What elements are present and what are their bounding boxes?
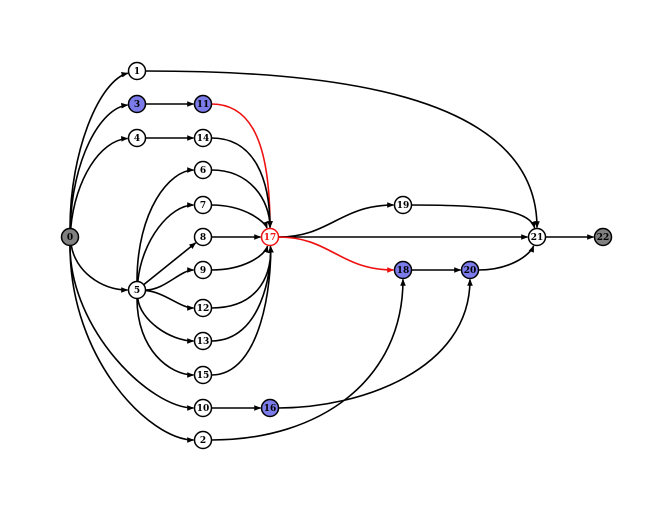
node-circle-9 xyxy=(193,260,213,280)
node-4: 4 xyxy=(127,128,147,148)
node-circle-7 xyxy=(193,195,213,215)
node-1: 1 xyxy=(127,61,147,81)
edge-5-to-8 xyxy=(143,242,197,286)
edge-0-to-4 xyxy=(69,136,129,229)
node-circle-22 xyxy=(593,227,613,247)
edge-9-to-17 xyxy=(211,245,269,271)
node-circle-21 xyxy=(527,227,547,247)
node-11: 11 xyxy=(193,94,213,114)
node-8: 8 xyxy=(193,227,213,247)
node-label-15: 15 xyxy=(197,371,210,381)
edge-0-to-2 xyxy=(69,245,195,443)
node-16: 16 xyxy=(260,398,280,418)
edge-0-to-1 xyxy=(69,71,129,229)
node-label-21: 21 xyxy=(531,233,544,243)
node-label-3: 3 xyxy=(134,100,140,110)
edge-14-to-17 xyxy=(211,137,273,229)
node-21: 21 xyxy=(527,227,547,247)
edge-19-to-21 xyxy=(411,204,536,229)
node-12: 12 xyxy=(193,298,213,318)
edge-5-to-15 xyxy=(136,298,195,378)
node-label-7: 7 xyxy=(200,201,206,211)
node-label-5: 5 xyxy=(134,286,140,296)
node-circle-3 xyxy=(127,94,147,114)
node-label-19: 19 xyxy=(397,201,410,211)
node-circle-20 xyxy=(460,260,480,280)
node-label-18: 18 xyxy=(397,266,410,276)
node-3: 3 xyxy=(127,94,147,114)
node-label-9: 9 xyxy=(200,266,206,276)
node-label-8: 8 xyxy=(200,233,206,243)
node-14: 14 xyxy=(193,128,213,148)
node-10: 10 xyxy=(193,398,213,418)
node-circle-11 xyxy=(193,94,213,114)
node-circle-15 xyxy=(193,365,213,385)
node-label-0: 0 xyxy=(67,233,73,243)
node-circle-12 xyxy=(193,298,213,318)
node-7: 7 xyxy=(193,195,213,215)
edge-20-to-21 xyxy=(478,245,535,271)
node-9: 9 xyxy=(193,260,213,280)
node-circle-0 xyxy=(60,227,80,247)
edge-0-to-5 xyxy=(70,245,129,293)
node-label-1: 1 xyxy=(134,67,140,77)
node-label-6: 6 xyxy=(200,166,206,176)
node-label-12: 12 xyxy=(197,304,210,314)
node-2: 2 xyxy=(193,430,213,450)
node-circle-16 xyxy=(260,398,280,418)
edge-7-to-17 xyxy=(211,204,268,229)
node-circle-10 xyxy=(193,398,213,418)
node-label-22: 22 xyxy=(597,233,610,243)
edge-2-to-18 xyxy=(211,278,406,441)
node-circle-4 xyxy=(127,128,147,148)
node-circle-5 xyxy=(127,280,147,300)
node-label-11: 11 xyxy=(197,100,210,110)
edge-5-to-7 xyxy=(137,202,195,282)
edge-13-to-17 xyxy=(211,245,274,342)
node-5: 5 xyxy=(127,280,147,300)
node-label-4: 4 xyxy=(134,134,140,144)
node-label-14: 14 xyxy=(197,134,210,144)
node-15: 15 xyxy=(193,365,213,385)
node-label-16: 16 xyxy=(264,404,277,414)
node-circle-14 xyxy=(193,128,213,148)
node-label-13: 13 xyxy=(197,337,210,347)
node-13: 13 xyxy=(193,331,213,351)
node-label-2: 2 xyxy=(200,436,206,446)
node-17: 17 xyxy=(260,227,280,247)
edge-17-to-19 xyxy=(278,202,395,238)
edge-0-to-10 xyxy=(69,245,195,411)
node-label-20: 20 xyxy=(464,266,477,276)
edge-6-to-17 xyxy=(211,169,273,229)
node-circle-1 xyxy=(127,61,147,81)
edge-0-to-3 xyxy=(69,102,129,229)
node-circle-19 xyxy=(393,195,413,215)
node-22: 22 xyxy=(593,227,613,247)
node-circle-2 xyxy=(193,430,213,450)
edge-5-to-6 xyxy=(136,167,195,282)
node-circle-6 xyxy=(193,160,213,180)
edges-layer xyxy=(69,70,595,443)
node-circle-13 xyxy=(193,331,213,351)
node-circle-17 xyxy=(260,227,280,247)
node-circle-8 xyxy=(193,227,213,247)
node-19: 19 xyxy=(393,195,413,215)
node-0: 0 xyxy=(60,227,80,247)
edge-5-to-9 xyxy=(145,267,195,291)
node-20: 20 xyxy=(460,260,480,280)
node-6: 6 xyxy=(193,160,213,180)
node-label-17: 17 xyxy=(264,233,277,243)
edge-11-to-17 xyxy=(211,103,273,229)
edge-1-to-21 xyxy=(145,70,540,229)
edge-16-to-20 xyxy=(278,278,473,409)
edge-17-to-18 xyxy=(278,236,395,273)
node-18: 18 xyxy=(393,260,413,280)
edge-15-to-17 xyxy=(211,245,274,376)
edge-5-to-13 xyxy=(137,298,195,344)
node-circle-18 xyxy=(393,260,413,280)
edge-5-to-12 xyxy=(145,289,195,311)
node-label-10: 10 xyxy=(197,404,210,414)
